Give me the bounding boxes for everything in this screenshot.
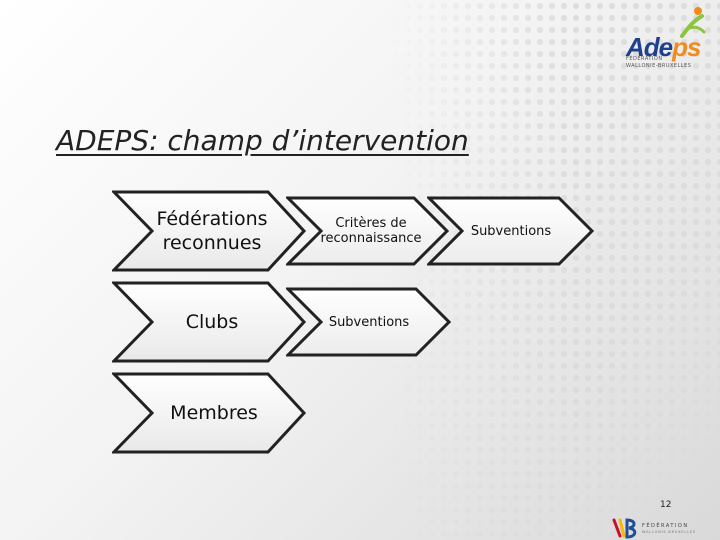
chevron-federations: Fédérations reconnues — [112, 190, 308, 272]
chevron-label-criteres: Critères de reconnaissance — [320, 216, 422, 246]
federation-logo-line1: FÉDÉRATION — [642, 523, 689, 529]
adeps-wordmark: Adeps — [626, 32, 701, 62]
logo-subtitle-line2: WALLONIE-BRUXELLES — [626, 63, 692, 69]
chevron-subventions-clubs: Subventions — [286, 287, 452, 357]
federation-logo-line2: WALLONIE-BRUXELLES — [642, 530, 696, 534]
slide-title: ADEPS: champ d’intervention — [56, 124, 469, 157]
chevron-label-subventions-clubs: Subventions — [328, 314, 410, 330]
chevron-shape-federations — [112, 190, 307, 272]
chevron-label-subventions-federations: Subventions — [470, 223, 552, 239]
runner-figure-icon — [680, 7, 706, 38]
logo-subtitle-line1: FÉDÉRATION — [626, 56, 663, 62]
chevron-shape-clubs — [112, 281, 307, 363]
chevron-membres: Membres — [112, 372, 308, 454]
federation-logo: FÉDÉRATION WALLONIE-BRUXELLES — [612, 516, 712, 540]
chevron-subventions-federations: Subventions — [427, 196, 595, 266]
adeps-logo: Adeps FÉDÉRATION WALLONIE-BRUXELLES — [612, 6, 712, 72]
chevron-shape-subventions-clubs — [286, 287, 452, 357]
chevron-label-clubs: Clubs — [185, 311, 239, 333]
chevron-clubs: Clubs — [112, 281, 308, 363]
chevron-shape-membres — [112, 372, 307, 454]
chevron-shape-criteres — [286, 196, 450, 266]
dot-pattern-background — [390, 0, 720, 540]
chevron-shape-subventions-federations — [427, 196, 595, 266]
page-number: 12 — [660, 500, 672, 510]
chevron-criteres: Critères de reconnaissance — [286, 196, 450, 266]
federation-emblem-icon — [612, 518, 637, 539]
chevron-label-membres: Membres — [170, 402, 258, 424]
chevron-label-federations: Fédérations reconnues — [156, 208, 268, 254]
